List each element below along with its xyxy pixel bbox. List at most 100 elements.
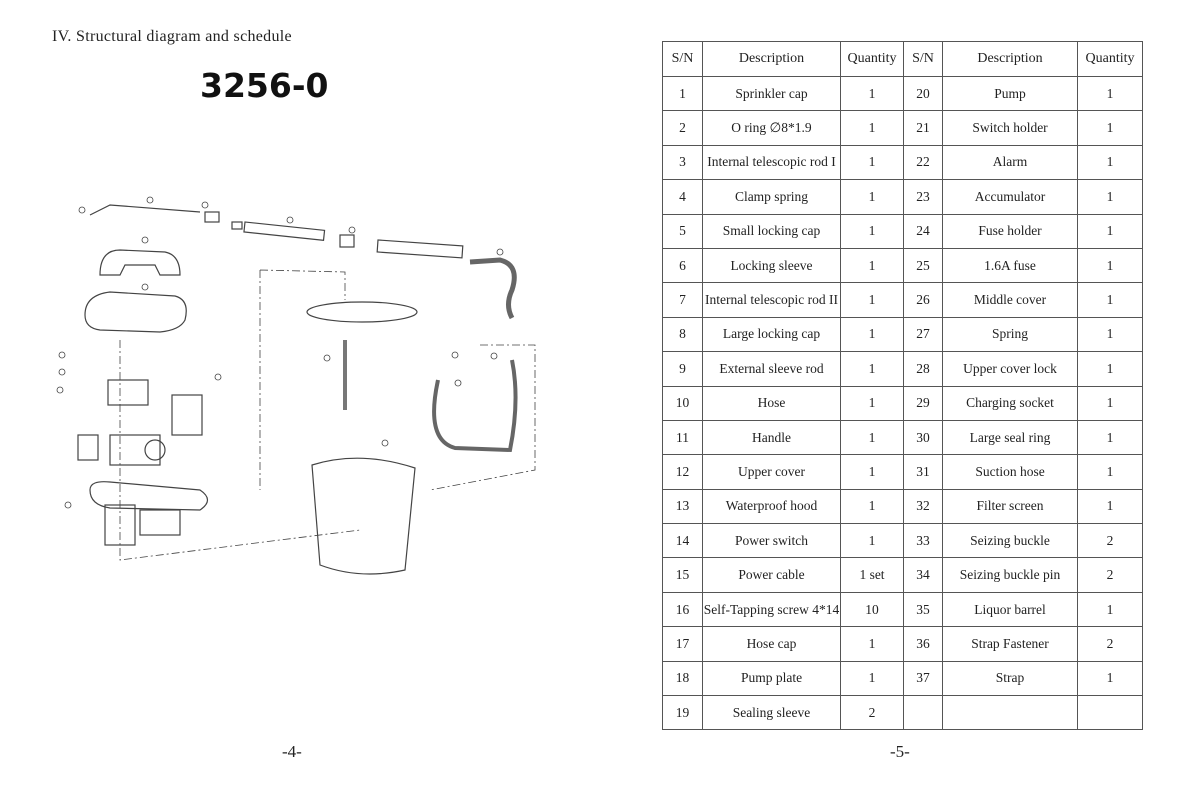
cell-description: Alarm bbox=[942, 144, 1078, 181]
header-quantity: Quantity bbox=[840, 41, 904, 77]
cell-sn: 10 bbox=[662, 385, 703, 421]
parts-schedule-table: S/N Description Quantity S/N Description… bbox=[662, 41, 1143, 731]
cell-description: Pump bbox=[942, 75, 1078, 112]
cell-sn: 29 bbox=[903, 385, 943, 421]
cell-quantity: 1 bbox=[840, 660, 904, 697]
cell-description bbox=[942, 695, 1078, 731]
cell-quantity: 1 bbox=[840, 351, 904, 387]
cell-quantity: 1 bbox=[1077, 316, 1143, 353]
cell-description: Waterproof hood bbox=[702, 488, 841, 525]
cell-quantity: 1 bbox=[840, 454, 904, 490]
cell-quantity: 1 bbox=[840, 419, 904, 456]
cell-sn bbox=[903, 695, 943, 731]
cell-quantity: 1 bbox=[840, 110, 904, 146]
cell-sn: 1 bbox=[662, 75, 703, 112]
handle-and-cover bbox=[84, 249, 187, 333]
cell-sn: 24 bbox=[903, 213, 943, 249]
cell-quantity: 1 bbox=[1077, 385, 1143, 421]
cell-quantity bbox=[1077, 695, 1143, 731]
cell-sn: 17 bbox=[662, 626, 703, 662]
cell-sn: 22 bbox=[903, 144, 943, 181]
cell-quantity: 2 bbox=[840, 695, 904, 731]
cell-quantity: 1 bbox=[840, 213, 904, 249]
cell-description: Handle bbox=[702, 419, 841, 456]
cell-description: Middle cover bbox=[942, 282, 1078, 318]
cell-description: Hose bbox=[702, 385, 841, 421]
cell-description: Accumulator bbox=[942, 179, 1078, 215]
cell-sn: 4 bbox=[662, 179, 703, 215]
cell-quantity: 1 bbox=[840, 247, 904, 284]
cell-quantity: 1 bbox=[1077, 351, 1143, 387]
cell-sn: 32 bbox=[903, 488, 943, 525]
cell-description: 1.6A fuse bbox=[942, 247, 1078, 284]
cell-quantity: 10 bbox=[840, 591, 904, 628]
cell-quantity: 1 bbox=[840, 75, 904, 112]
pump-components bbox=[77, 379, 209, 546]
page-number-right: -5- bbox=[890, 742, 910, 761]
cell-quantity: 1 bbox=[840, 626, 904, 662]
cell-quantity: 1 bbox=[1077, 144, 1143, 181]
cell-quantity: 1 bbox=[1077, 488, 1143, 525]
cell-description: Fuse holder bbox=[942, 213, 1078, 249]
barrel bbox=[306, 301, 518, 575]
header-description: Description bbox=[942, 41, 1078, 77]
cell-quantity: 1 bbox=[1077, 75, 1143, 112]
cell-description: Self-Tapping screw 4*14 bbox=[702, 591, 841, 628]
exploded-parts-diagram bbox=[56, 196, 536, 575]
cell-description: Clamp spring bbox=[702, 179, 841, 215]
cell-description: Upper cover lock bbox=[942, 351, 1078, 387]
cell-quantity: 1 bbox=[840, 144, 904, 181]
cell-quantity: 1 bbox=[840, 523, 904, 559]
cell-quantity: 1 bbox=[840, 282, 904, 318]
cell-sn: 2 bbox=[662, 110, 703, 146]
cell-sn: 35 bbox=[903, 591, 943, 628]
cell-quantity: 1 bbox=[1077, 660, 1143, 697]
cell-description: Upper cover bbox=[702, 454, 841, 490]
cell-sn: 12 bbox=[662, 454, 703, 490]
section-heading: IV. Structural diagram and schedule bbox=[52, 28, 292, 45]
cell-quantity: 1 set bbox=[840, 557, 904, 593]
cell-sn: 16 bbox=[662, 591, 703, 628]
cell-quantity: 1 bbox=[1077, 247, 1143, 284]
cell-sn: 21 bbox=[903, 110, 943, 146]
cell-sn: 28 bbox=[903, 351, 943, 387]
cell-description: Locking sleeve bbox=[702, 247, 841, 284]
header-quantity: Quantity bbox=[1077, 41, 1143, 77]
cell-quantity: 1 bbox=[840, 179, 904, 215]
header-sn: S/N bbox=[903, 41, 943, 77]
cell-description: Large locking cap bbox=[702, 316, 841, 353]
cell-description: Charging socket bbox=[942, 385, 1078, 421]
cell-description: Hose cap bbox=[702, 626, 841, 662]
cell-sn: 31 bbox=[903, 454, 943, 490]
cell-sn: 14 bbox=[662, 523, 703, 559]
wand-assembly bbox=[89, 204, 517, 320]
cell-sn: 23 bbox=[903, 179, 943, 215]
cell-description: Small locking cap bbox=[702, 213, 841, 249]
cell-sn: 9 bbox=[662, 351, 703, 387]
cell-sn: 7 bbox=[662, 282, 703, 318]
cell-quantity: 1 bbox=[1077, 213, 1143, 249]
cell-description: Spring bbox=[942, 316, 1078, 353]
table-header-row: S/N Description Quantity S/N Description… bbox=[662, 41, 1143, 77]
cell-quantity: 1 bbox=[1077, 110, 1143, 146]
cell-sn: 33 bbox=[903, 523, 943, 559]
cell-sn: 8 bbox=[662, 316, 703, 353]
cell-quantity: 1 bbox=[1077, 282, 1143, 318]
cell-description: External sleeve rod bbox=[702, 351, 841, 387]
cell-sn: 3 bbox=[662, 144, 703, 181]
cell-sn: 13 bbox=[662, 488, 703, 525]
